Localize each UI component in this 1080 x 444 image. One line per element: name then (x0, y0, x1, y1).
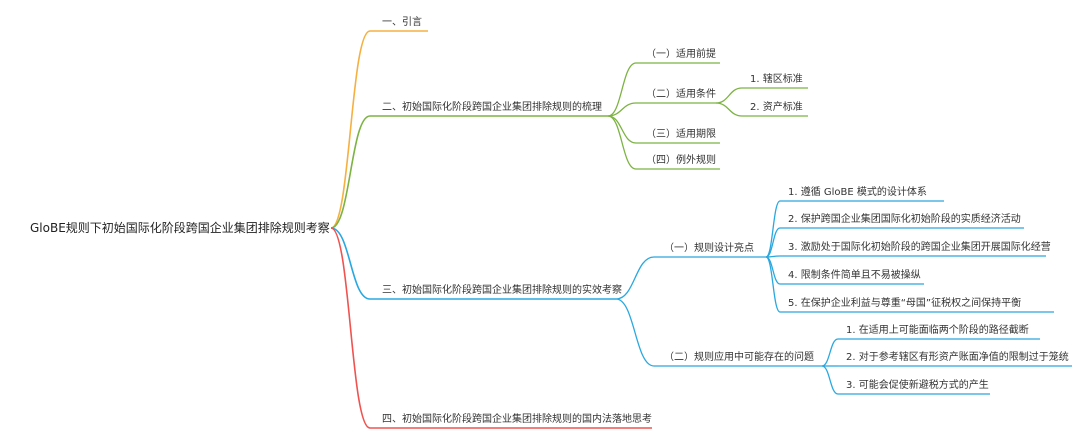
node-design-highlights[interactable]: （一）规则设计亮点 (664, 243, 754, 254)
connector-h2 (765, 227, 781, 258)
node-potential-issues[interactable]: （二）规则应用中可能存在的问题 (664, 352, 814, 363)
node-asset-standard[interactable]: 2. 资产标准 (750, 102, 803, 113)
node-issue-2[interactable]: 2. 对于参考辖区有形资产账面净值的限制过于笼统 (846, 352, 1069, 363)
connector-domestic (330, 227, 371, 429)
connector-exception (607, 115, 637, 170)
root-node-label: GloBE规则下初始国际化阶段跨国企业集团排除规则考察 (30, 221, 330, 235)
connector-highlights (615, 256, 655, 300)
connector-h5 (765, 256, 781, 313)
connector-i3 (821, 365, 839, 395)
connector-jurisdiction (715, 87, 743, 104)
connector-conditions (607, 102, 637, 117)
branch-intro[interactable]: 一、引言 (382, 17, 422, 28)
connector-i1 (821, 338, 839, 367)
connector-asset (715, 102, 743, 117)
connector-issues (615, 298, 655, 367)
node-applicable-premise[interactable]: （一）适用前提 (646, 49, 716, 60)
connector-effectiveness (330, 227, 371, 300)
branch-effectiveness-review[interactable]: 三、初始国际化阶段跨国企业集团排除规则的实效考察 (382, 285, 622, 296)
node-applicable-period[interactable]: （三）适用期限 (646, 129, 716, 140)
branch-rules-overview[interactable]: 二、初始国际化阶段跨国企业集团排除规则的梳理 (382, 102, 602, 113)
node-jurisdiction-standard[interactable]: 1. 辖区标准 (750, 74, 803, 85)
root-node[interactable] (9, 212, 331, 244)
connector-overview (330, 115, 371, 229)
node-exception-rules[interactable]: （四）例外规则 (646, 155, 716, 166)
node-highlight-3[interactable]: 3. 激励处于国际化初始阶段的跨国企业集团开展国际化经营 (788, 242, 1051, 253)
node-applicable-conditions[interactable]: （二）适用条件 (646, 89, 716, 100)
node-highlight-1[interactable]: 1. 遵循 GloBE 模式的设计体系 (788, 187, 927, 198)
node-issue-3[interactable]: 3. 可能会促使新避税方式的产生 (846, 380, 989, 391)
node-highlight-2[interactable]: 2. 保护跨国企业集团国际化初始阶段的实质经济活动 (788, 214, 1021, 225)
connector-premise (607, 62, 637, 117)
branch-domestic-implementation[interactable]: 四、初始国际化阶段跨国企业集团排除规则的国内法落地思考 (382, 414, 652, 425)
node-highlight-4[interactable]: 4. 限制条件简单且不易被操纵 (788, 270, 921, 281)
node-issue-1[interactable]: 1. 在适用上可能面临两个阶段的路径截断 (846, 325, 1029, 336)
node-highlight-5[interactable]: 5. 在保护企业利益与尊重“母国”征税权之间保持平衡 (788, 298, 1022, 309)
connector-intro (330, 30, 371, 229)
